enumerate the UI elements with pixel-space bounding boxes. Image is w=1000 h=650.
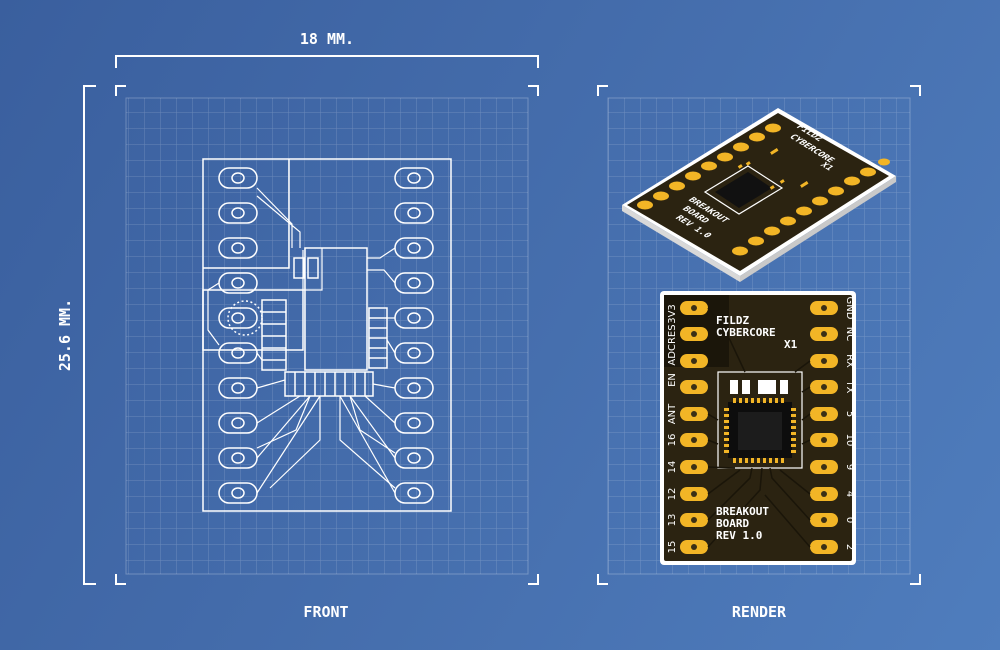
iso-title-3: X1	[817, 161, 835, 172]
front-corner-brackets	[115, 85, 539, 585]
render-sub-1: BREAKOUT	[716, 505, 769, 518]
render-pin-right-3: TX	[844, 380, 855, 394]
width-label: 18 MM.	[300, 30, 354, 48]
render-pin-left-8: 15	[667, 541, 678, 554]
render-pin-right-1: NC	[844, 327, 855, 341]
render-sub-3: REV 1.0	[716, 529, 762, 542]
height-dimension	[83, 85, 96, 585]
front-label: FRONT	[303, 603, 348, 621]
render-sub-2: BOARD	[716, 517, 749, 530]
render-pin-right-2: RX	[844, 354, 855, 368]
render-pin-left-0: 3V3	[667, 304, 678, 324]
render-title-1: FILDZ	[716, 314, 749, 327]
iso-board: FILDZ CYBERCORE X1 BREAKOUT BOARD REV 1.…	[622, 108, 896, 282]
render-pin-left-4: 16	[667, 434, 678, 447]
front-chip-outline	[304, 247, 368, 371]
render-pin-right-9: 2	[844, 544, 855, 550]
front-traces	[207, 187, 396, 494]
render-board: FILDZ CYBERCORE X1 BREAKOUT BOARD REV 1.…	[660, 291, 856, 565]
render-traces	[707, 307, 811, 548]
front-grid	[125, 97, 529, 575]
render-pin-left-5: 14	[667, 461, 678, 474]
render-title-2: CYBERCORE	[716, 326, 776, 339]
render-pin-left-2: EN	[667, 373, 678, 387]
height-label: 25.6 MM.	[56, 299, 74, 371]
render-pin-left-3: ANT	[667, 403, 678, 424]
render-pin-left-7: 13	[667, 514, 678, 527]
render-label: RENDER	[732, 603, 787, 621]
render-pin-right-5: 10	[844, 434, 855, 447]
render-pin-left-1: ADCRES	[667, 324, 678, 365]
render-pin-right-0: GND	[844, 297, 855, 320]
render-pin-right-7: 4	[844, 491, 855, 497]
render-corner-brackets	[597, 85, 921, 585]
front-pcb	[202, 158, 452, 512]
render-pin-left-6: 12	[667, 488, 678, 501]
render-pin-right-6: 9	[844, 464, 855, 470]
render-pin-right-8: 0	[844, 517, 855, 523]
width-dimension	[115, 55, 539, 68]
render-pin-right-4: 5	[844, 411, 855, 417]
render-title-3: X1	[784, 338, 798, 351]
render-right-pads	[810, 301, 838, 554]
